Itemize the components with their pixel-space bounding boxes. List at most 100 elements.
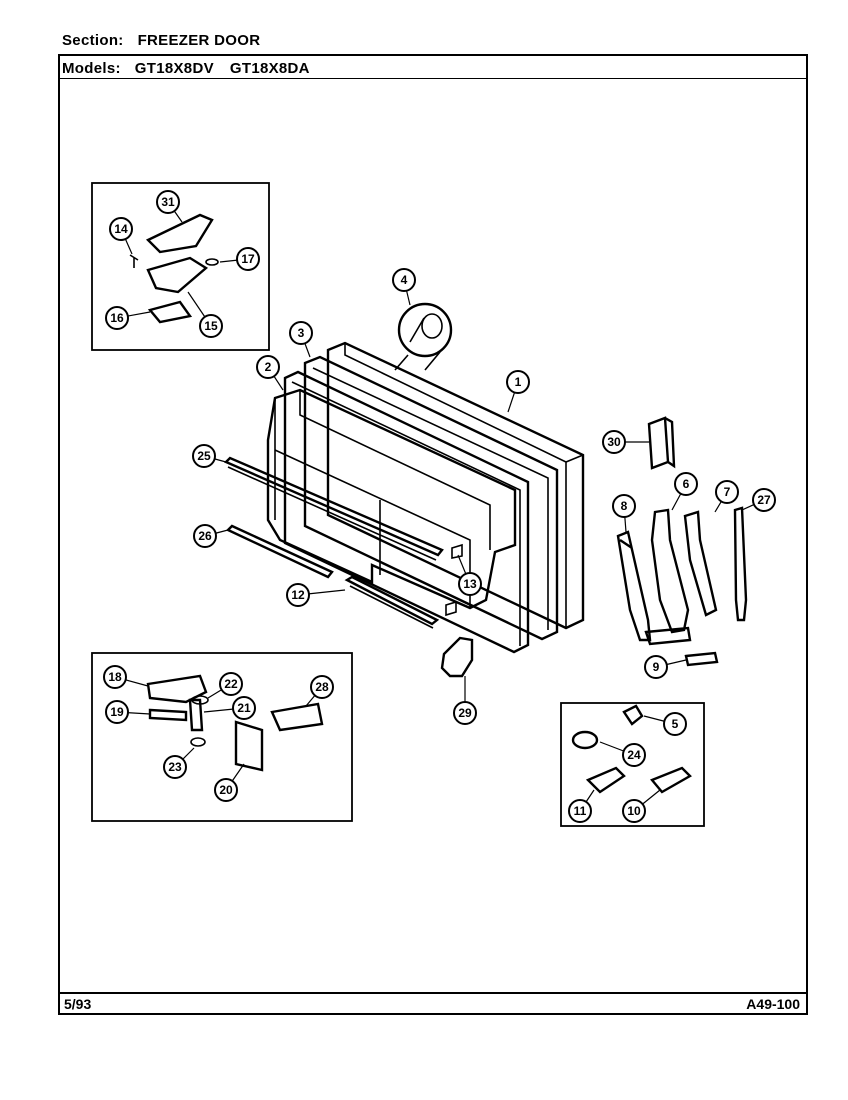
callout-label-4: 4	[401, 273, 408, 287]
handle-8	[616, 530, 652, 642]
callout-1: 1	[506, 370, 530, 413]
washer-17	[205, 258, 219, 266]
callout-22: 22	[207, 672, 243, 699]
callout-circle-6	[674, 472, 698, 496]
callout-label-15: 15	[204, 319, 218, 333]
callout-17: 17	[219, 247, 260, 271]
callout-circle-21	[232, 696, 256, 720]
callout-label-6: 6	[683, 477, 690, 491]
handle-7	[683, 510, 718, 617]
callout-circle-4	[392, 268, 416, 292]
callout-label-5: 5	[672, 717, 679, 731]
callout-2: 2	[256, 355, 284, 391]
callout-circle-29	[453, 701, 477, 725]
door-shelf-body	[266, 388, 517, 610]
callout-label-20: 20	[219, 783, 233, 797]
door-outer-panel	[326, 341, 585, 630]
callout-circle-26	[193, 524, 217, 548]
hinge-cover-31	[145, 213, 214, 254]
callout-circle-11	[568, 799, 592, 823]
callout-label-8: 8	[621, 499, 628, 513]
callout-21: 21	[203, 696, 256, 720]
callout-6: 6	[671, 472, 698, 511]
pin-21	[188, 698, 204, 732]
bracket-29	[440, 636, 474, 678]
clip-10	[650, 766, 692, 794]
shelf-bar-26	[225, 524, 334, 579]
button-24	[571, 730, 599, 750]
bracket-9	[684, 651, 719, 667]
callout-circle-18	[103, 665, 127, 689]
callout-circle-12	[286, 583, 310, 607]
callout-label-29: 29	[458, 706, 472, 720]
door-gasket	[303, 355, 559, 641]
footer-date: 5/93	[64, 996, 92, 1012]
callout-12: 12	[286, 583, 346, 607]
shim-19	[148, 708, 188, 722]
callout-label-27: 27	[757, 493, 771, 507]
callout-label-22: 22	[224, 677, 238, 691]
callout-25: 25	[192, 444, 227, 468]
shelf-bar-25	[223, 456, 444, 561]
callout-label-30: 30	[607, 435, 621, 449]
callout-circle-1	[506, 370, 530, 394]
callout-11: 11	[568, 789, 595, 823]
section-value: FREEZER DOOR	[137, 32, 261, 49]
callout-label-26: 26	[198, 529, 212, 543]
washer-23	[190, 737, 206, 747]
handle-6	[644, 508, 692, 646]
clip-13	[445, 543, 463, 617]
diagram-frame	[58, 54, 808, 1015]
callout-3: 3	[289, 321, 313, 358]
callout-8: 8	[612, 494, 636, 533]
handle-27	[733, 506, 748, 622]
hinge-plate-15	[146, 256, 209, 294]
washer-22	[191, 695, 209, 705]
callout-circle-24	[622, 743, 646, 767]
callout-27: 27	[741, 488, 776, 512]
callout-5: 5	[643, 712, 687, 736]
hinge-18	[146, 674, 208, 704]
callout-circle-2	[256, 355, 280, 379]
callout-circle-28	[310, 675, 334, 699]
callout-circle-8	[612, 494, 636, 518]
lower-hinge-inset-box	[91, 652, 353, 822]
callout-24: 24	[599, 741, 646, 767]
handle-parts-inset-box	[560, 702, 705, 827]
callout-label-18: 18	[108, 670, 122, 684]
callout-circle-9	[644, 655, 668, 679]
shim-16	[147, 300, 193, 324]
callout-28: 28	[305, 675, 334, 707]
callout-circle-14	[109, 217, 133, 241]
clip-11	[585, 766, 626, 794]
callout-19: 19	[105, 700, 151, 724]
callout-circle-22	[219, 672, 243, 696]
callout-16: 16	[105, 306, 151, 330]
callout-circle-7	[715, 480, 739, 504]
callout-label-23: 23	[168, 760, 182, 774]
callout-circle-20	[214, 778, 238, 802]
callout-26: 26	[193, 524, 229, 548]
callout-label-13: 13	[463, 577, 477, 591]
model-number-1: GT18X8DV	[134, 60, 214, 77]
callout-circle-5	[663, 712, 687, 736]
plug-magnifier-4	[394, 302, 453, 371]
callout-label-25: 25	[197, 449, 211, 463]
callout-circle-27	[752, 488, 776, 512]
footer-divider	[58, 992, 808, 994]
callout-label-7: 7	[724, 485, 731, 499]
callout-23: 23	[163, 747, 195, 779]
callout-circle-19	[105, 700, 129, 724]
callout-20: 20	[214, 763, 245, 802]
hinge-bracket-20	[234, 720, 264, 772]
callout-9: 9	[644, 655, 687, 679]
callout-label-1: 1	[515, 375, 522, 389]
rail-12	[344, 575, 440, 629]
callout-14: 14	[109, 217, 133, 255]
section-label: Section:	[62, 32, 124, 49]
callout-13: 13	[457, 554, 482, 596]
callout-31: 31	[156, 190, 183, 223]
callout-label-3: 3	[298, 326, 305, 340]
model-number-2: GT18X8DA	[229, 60, 310, 77]
